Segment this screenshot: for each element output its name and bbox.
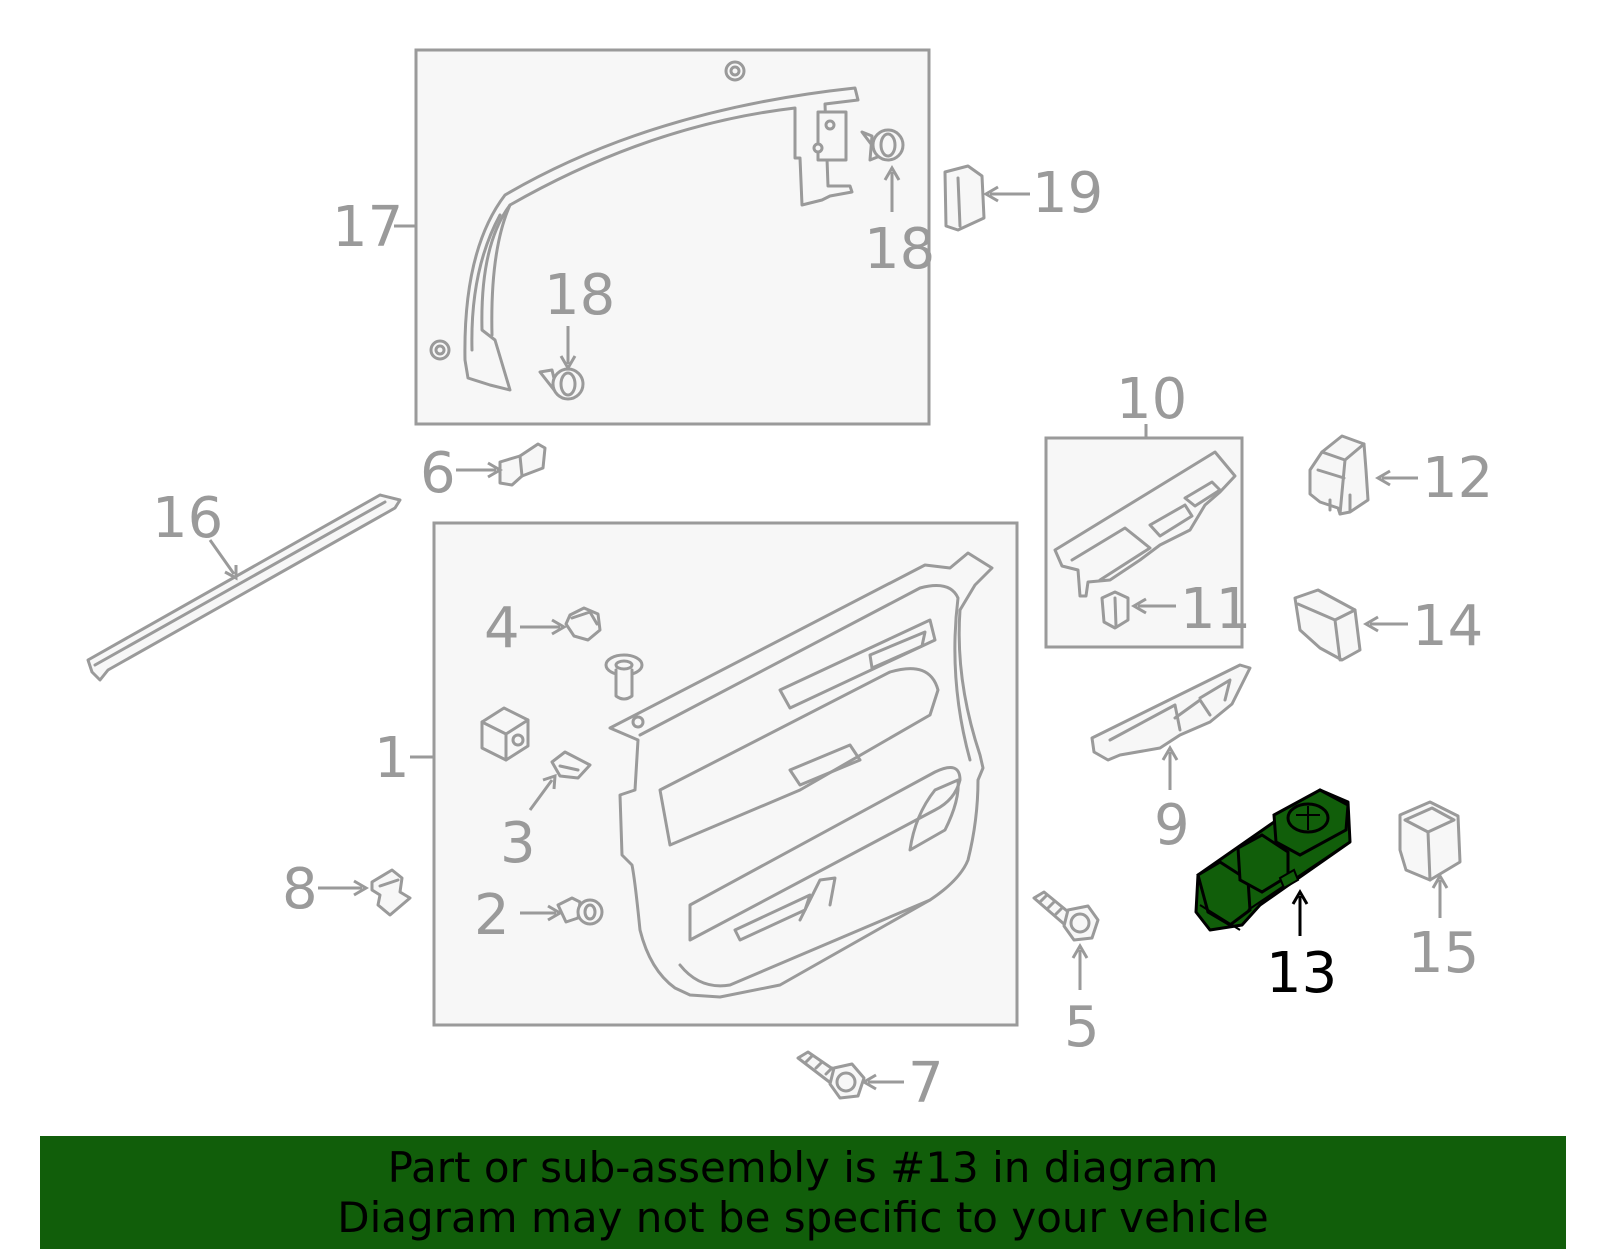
part-17-frame-moulding[interactable] xyxy=(429,60,860,392)
callout-19: 19 xyxy=(1032,161,1103,226)
callout-3: 3 xyxy=(500,811,536,876)
part-19-cap[interactable] xyxy=(943,164,986,232)
info-banner: Part or sub-assembly is #13 in diagram D… xyxy=(40,1136,1566,1249)
part-14-switch[interactable] xyxy=(1293,588,1362,662)
callout-8: 8 xyxy=(282,857,318,922)
part-4-clip[interactable] xyxy=(564,606,602,642)
callout-16: 16 xyxy=(152,486,223,551)
part-8-bracket[interactable] xyxy=(370,868,412,917)
part-1-door-trim-panel[interactable] xyxy=(608,551,994,999)
part-2-grommet[interactable] xyxy=(556,896,604,926)
callout-9: 9 xyxy=(1154,793,1190,858)
part-nut-cube[interactable] xyxy=(480,706,530,762)
part-3-clip[interactable] xyxy=(550,750,592,780)
callout-13: 13 xyxy=(1266,941,1337,1006)
part-12-switch[interactable] xyxy=(1308,434,1370,516)
callout-18-upper: 18 xyxy=(864,217,935,282)
part-18-clip-upper[interactable] xyxy=(860,128,905,162)
callout-1: 1 xyxy=(374,726,410,791)
callout-17: 17 xyxy=(332,195,403,260)
banner-line-2: Diagram may not be specific to your vehi… xyxy=(337,1192,1269,1242)
callout-6: 6 xyxy=(420,441,456,506)
part-10-switch-bezel[interactable] xyxy=(1053,450,1237,598)
part-push-pin[interactable] xyxy=(604,653,644,701)
callout-10: 10 xyxy=(1116,367,1187,432)
part-9-bezel[interactable] xyxy=(1090,663,1252,762)
callout-4: 4 xyxy=(484,596,520,661)
part-16-belt-moulding[interactable] xyxy=(86,493,402,682)
part-7-screw[interactable] xyxy=(796,1050,866,1100)
part-11-clip[interactable] xyxy=(1100,590,1130,630)
callout-2: 2 xyxy=(474,883,510,948)
banner-line-1: Part or sub-assembly is #13 in diagram xyxy=(387,1142,1219,1192)
callout-5: 5 xyxy=(1064,995,1100,1060)
part-5-screw[interactable] xyxy=(1032,890,1100,942)
part-18-clip-lower[interactable] xyxy=(538,367,585,401)
callout-14: 14 xyxy=(1412,594,1483,659)
callout-11: 11 xyxy=(1180,577,1251,642)
part-15-switch[interactable] xyxy=(1398,800,1462,882)
leader-lines xyxy=(208,165,1449,1091)
callout-7: 7 xyxy=(908,1051,944,1116)
callout-18-lower: 18 xyxy=(544,263,615,328)
part-6-clip[interactable] xyxy=(498,442,547,487)
part-13-master-window-switch[interactable] xyxy=(1194,788,1352,932)
callout-12: 12 xyxy=(1422,446,1493,511)
callout-15: 15 xyxy=(1408,921,1479,986)
